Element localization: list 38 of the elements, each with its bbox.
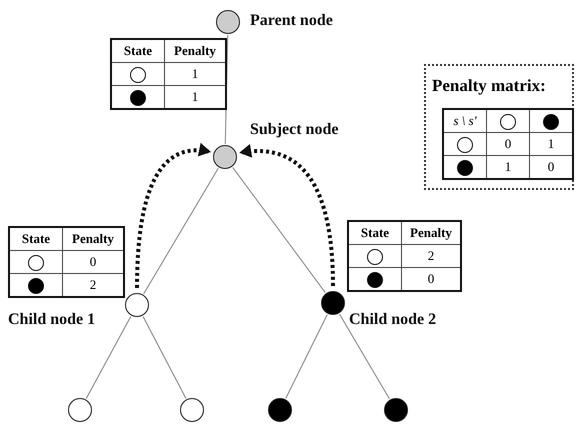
tree-node-circle <box>125 293 149 317</box>
node-label: Child node 1 <box>8 311 96 329</box>
penalty-value: 1 <box>504 159 512 174</box>
penalty-value: 0 <box>428 271 434 286</box>
node-label: Parent node <box>250 12 333 30</box>
tree-branch-line <box>232 166 326 294</box>
column-header: Penalty <box>72 231 114 246</box>
penalty-value: 0 <box>548 159 554 174</box>
tree-branch-line <box>285 314 328 399</box>
tree-branch-line <box>142 316 186 399</box>
node-label: Child node 2 <box>349 311 436 329</box>
tree-branch-line <box>86 316 132 400</box>
penalty-value: 1 <box>548 136 554 151</box>
penalty-value: 1 <box>192 66 198 81</box>
tree-branch-line <box>143 168 219 294</box>
penalty-value: 0 <box>504 136 512 151</box>
column-header: Penalty <box>174 43 216 58</box>
penalty-value: s \ s' <box>453 113 476 128</box>
dotted-arrow <box>135 144 211 288</box>
matrix-title: Penalty matrix: <box>432 76 546 96</box>
tree-node-circle <box>180 398 204 422</box>
tree-node-circle <box>213 145 237 169</box>
tree-node-circle <box>268 398 292 422</box>
tree-node-circle <box>68 398 92 422</box>
column-header: State <box>360 225 390 240</box>
column-header: State <box>22 231 50 246</box>
tree-node-circle <box>216 10 240 34</box>
tree-node-circle <box>321 291 345 315</box>
penalty-value: 2 <box>90 277 96 292</box>
penalty-value: 2 <box>428 248 434 263</box>
tree-node-circle <box>384 398 408 422</box>
penalty-value: 0 <box>90 254 96 269</box>
node-label: Subject node <box>250 121 338 139</box>
column-header: State <box>124 43 152 58</box>
column-header: Penalty <box>410 225 452 240</box>
penalty-value: 1 <box>192 89 198 104</box>
dotted-arrow <box>239 144 335 286</box>
tree-branch-line <box>339 314 390 400</box>
